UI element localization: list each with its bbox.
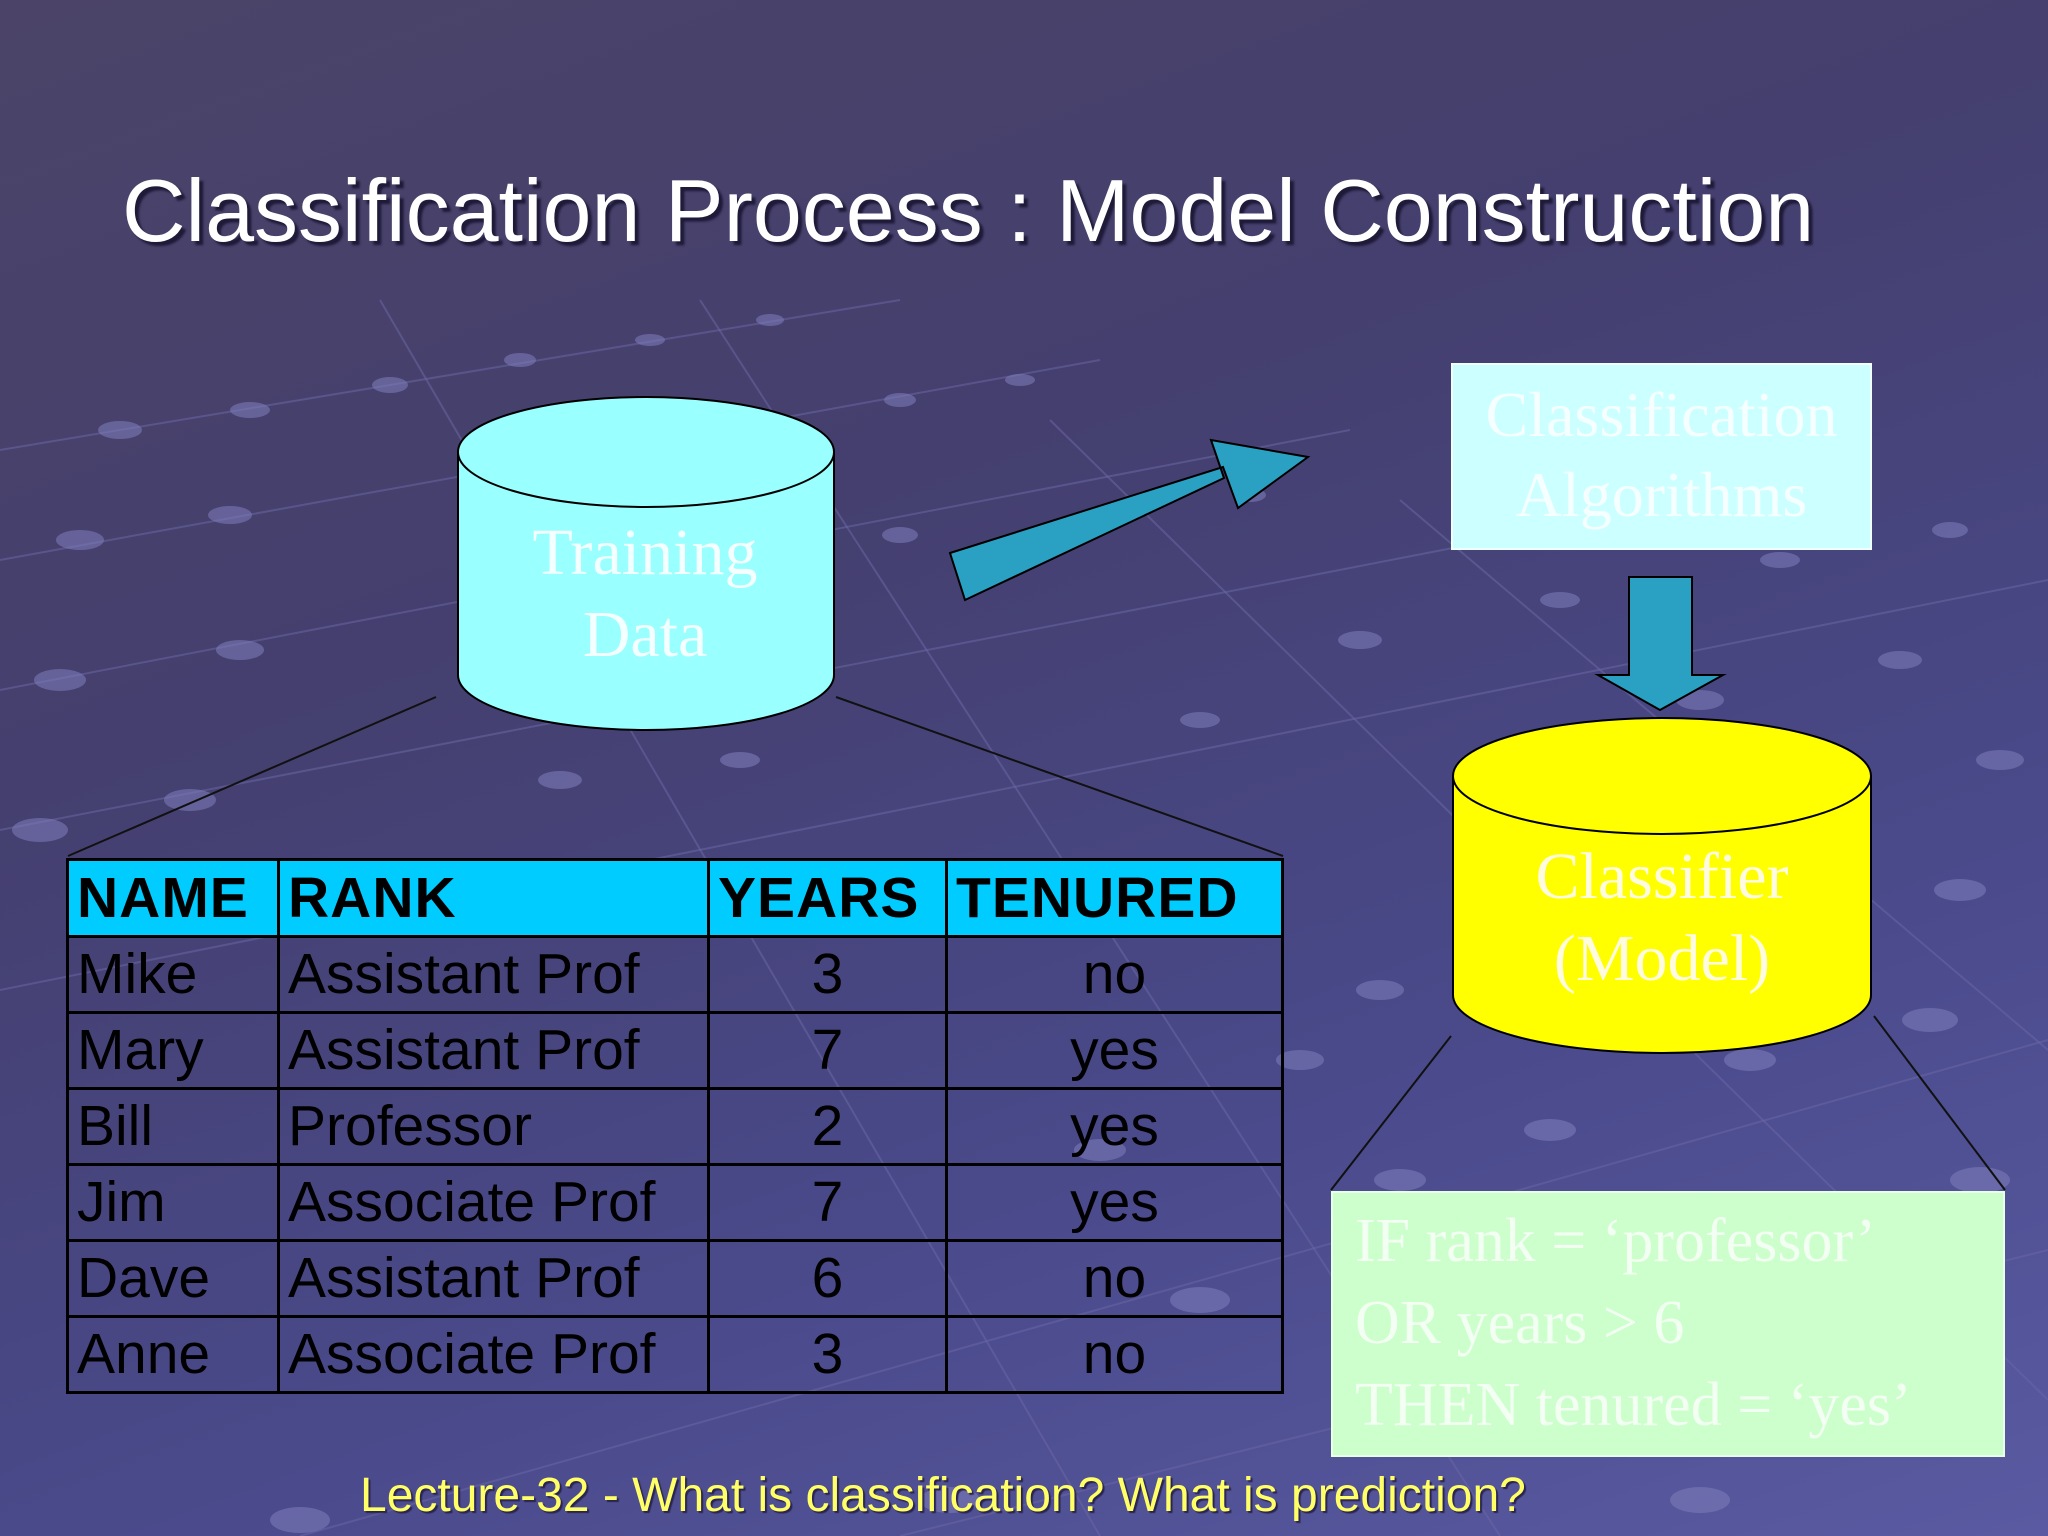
cell-rank: Assistant Prof [277,935,710,1014]
rule-line-1: IF rank = ‘professor’ [1355,1207,1877,1275]
slide-footer: Lecture-32 - What is classification? Wha… [360,1469,1526,1522]
cell-tenured: yes [945,1011,1284,1090]
cell-name: Bill [66,1087,280,1166]
classification-algorithms-box: Classification Algorithms [1451,363,1872,550]
training-data-label-line2: Data [582,598,708,671]
cell-years: 6 [707,1239,948,1318]
rule-line-2: OR years > 6 [1355,1289,1685,1357]
cell-rank: Associate Prof [277,1163,710,1242]
connector-line [67,696,437,857]
arrow-to-algorithms-icon [948,438,1311,602]
cell-name: Dave [66,1239,280,1318]
training-data-label-line1: Training [532,516,758,589]
cell-tenured: yes [945,1163,1284,1242]
cell-name: Mike [66,935,280,1014]
cell-years: 3 [707,935,948,1014]
connector-line [835,696,1284,857]
cell-years: 3 [707,1315,948,1394]
classification-rule-box: IF rank = ‘professor’ OR years > 6 THEN … [1331,1191,2005,1457]
cell-rank: Associate Prof [277,1315,710,1394]
algorithms-label-line1: Classification [1485,379,1838,450]
training-data-cylinder [457,396,835,731]
cell-name: Jim [66,1163,280,1242]
table-row: Anne Associate Prof 3 no [66,1315,1284,1394]
classifier-cylinder [1452,717,1872,1054]
column-header-years: YEARS [707,858,948,938]
cell-rank: Assistant Prof [277,1011,710,1090]
training-data-label: Training Data [457,512,833,676]
table-row: Bill Professor 2 yes [66,1087,1284,1166]
column-header-rank: RANK [277,858,710,938]
classifier-label-line1: Classifier [1535,840,1789,913]
cell-years: 7 [707,1163,948,1242]
cell-name: Anne [66,1315,280,1394]
arrow-down-icon [1594,576,1727,712]
cell-tenured: no [945,1239,1284,1318]
table-header-row: NAME RANK YEARS TENURED [66,858,1284,938]
classifier-model-label: Classifier (Model) [1454,836,1870,1000]
cell-tenured: no [945,1315,1284,1394]
cell-tenured: no [945,935,1284,1014]
cell-name: Mary [66,1011,280,1090]
classifier-label-line2: (Model) [1553,922,1771,995]
rule-line-3: THEN tenured = ‘yes’ [1355,1371,1912,1439]
cell-tenured: yes [945,1087,1284,1166]
table-row: Dave Assistant Prof 6 no [66,1239,1284,1318]
training-data-table: NAME RANK YEARS TENURED Mike Assistant P… [66,858,1284,1394]
table-row: Mike Assistant Prof 3 no [66,935,1284,1014]
connector-line [1330,1035,1452,1191]
algorithms-label-line2: Algorithms [1515,459,1808,530]
connector-line [1873,1015,2006,1191]
table-row: Mary Assistant Prof 7 yes [66,1011,1284,1090]
cell-years: 2 [707,1087,948,1166]
cell-rank: Professor [277,1087,710,1166]
column-header-tenured: TENURED [945,858,1284,938]
column-header-name: NAME [66,858,280,938]
cell-rank: Assistant Prof [277,1239,710,1318]
cell-years: 7 [707,1011,948,1090]
slide-title: Classification Process : Model Construct… [122,161,1815,260]
table-row: Jim Associate Prof 7 yes [66,1163,1284,1242]
